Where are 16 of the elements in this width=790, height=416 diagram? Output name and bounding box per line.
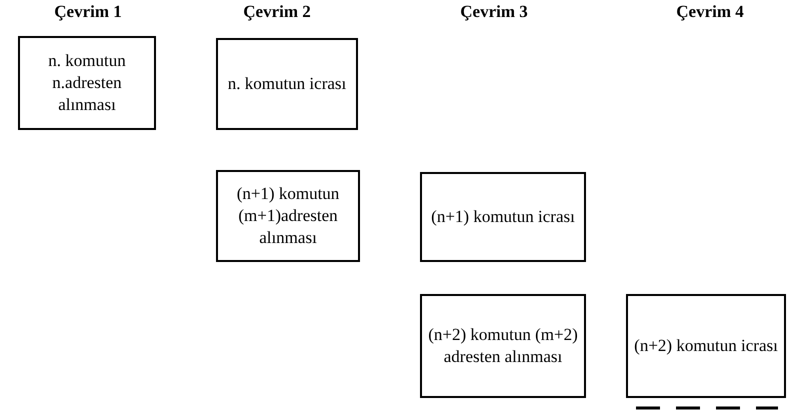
- process-box: [420, 172, 586, 262]
- column-header: Çevrim 4: [676, 2, 744, 22]
- step-text: (n+2) komutun icrası: [633, 335, 779, 357]
- process-box: [216, 170, 360, 262]
- process-box: [420, 294, 586, 398]
- process-box: [18, 36, 156, 130]
- column-header: Çevrim 1: [54, 2, 122, 22]
- step-text: (n+1) komutun (m+1)adresten alınması: [236, 183, 340, 249]
- step-text: (n+2) komutun (m+2) adresten alınması: [427, 324, 579, 368]
- step-text: (n+1) komutun icrası: [430, 206, 576, 228]
- column-header: Çevrim 3: [460, 2, 528, 22]
- process-box: [216, 38, 358, 130]
- step-text: n. komutun n.adresten alınması: [47, 50, 127, 116]
- step-text: n. komutun icrası: [226, 73, 348, 95]
- column-header: Çevrim 2: [243, 2, 311, 22]
- process-box: [626, 294, 786, 398]
